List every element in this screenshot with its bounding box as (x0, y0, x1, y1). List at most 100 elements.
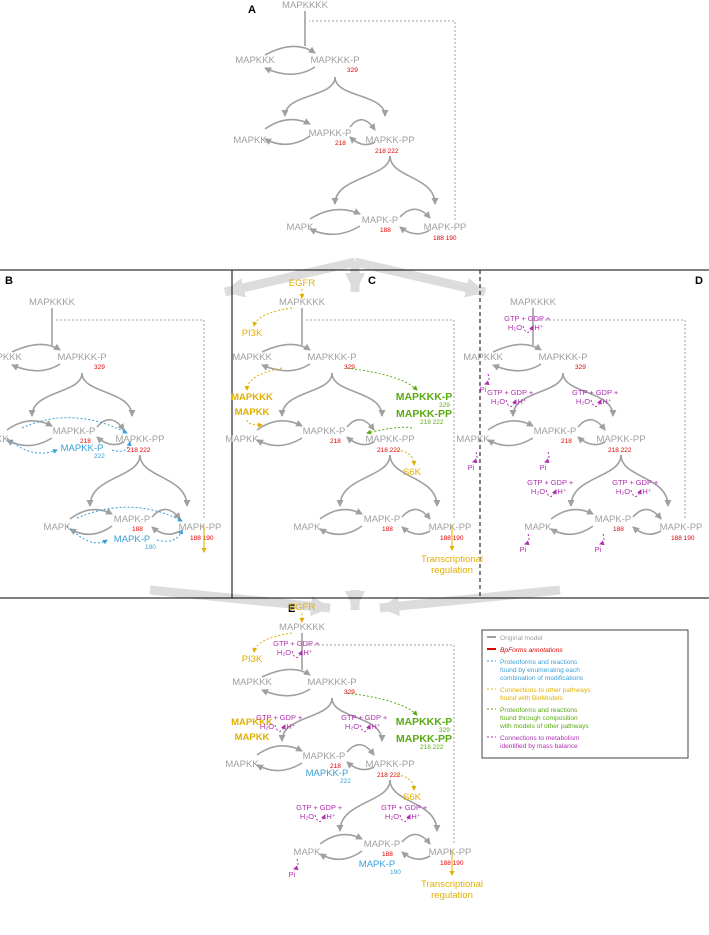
phos-loop (399, 208, 431, 219)
mb-edge (522, 325, 534, 333)
site-329: 329 (344, 689, 355, 696)
node-mapk-p: MAPK-P (595, 514, 631, 525)
split-1a (509, 372, 564, 417)
dephos-loop (346, 761, 375, 771)
enum-loop (156, 529, 184, 542)
pi: Pi (480, 385, 487, 394)
site-218-222: 218 222 (375, 148, 399, 155)
gtp: GTP + (572, 388, 594, 397)
dephos-kkk (11, 363, 61, 372)
dephos-loop (69, 525, 113, 536)
mb-edge (274, 724, 286, 732)
yellow-mapkk: MAPKK (235, 407, 270, 418)
phos-kkk (261, 343, 311, 353)
dephos-loop (346, 436, 375, 446)
legend-text: BpForms annotations (500, 647, 563, 654)
split-1b (331, 697, 386, 742)
yellow-mapkkk: MAPKKK (231, 392, 273, 403)
phos-loop (309, 208, 361, 220)
h2o: H₂O (531, 487, 545, 496)
split-1b (334, 76, 389, 117)
node-mapkk: MAPKK (233, 135, 267, 146)
enum-loop (111, 441, 132, 452)
s6k-edge (396, 774, 417, 791)
gdp: GDP + (551, 478, 574, 487)
node-mapk-pp: MAPK-PP (660, 522, 703, 533)
alt-mapk-p: MAPK-P (359, 859, 395, 870)
dephos-kkk (261, 688, 311, 697)
feedback-inhibition (306, 319, 455, 518)
panel-letter-b: B (5, 275, 13, 287)
yellow-mapkkk: MAPKKK (231, 717, 273, 728)
h2o: H₂O (345, 722, 359, 731)
green-329: 329 (439, 402, 450, 409)
phos-loop (401, 508, 431, 520)
panel-letter-d: D (695, 275, 703, 287)
site-218-222: 218 222 (377, 772, 401, 779)
dephos-loop (309, 225, 361, 236)
h2o: H₂O (260, 722, 274, 731)
site-222: 222 (94, 453, 105, 460)
dephos-loop (349, 136, 376, 146)
legend-text: Proteoforms and reactions (500, 707, 578, 714)
split-1a (278, 697, 333, 742)
site-218-222: 218 222 (377, 447, 401, 454)
mb-edge (291, 650, 303, 658)
dephos-loop (550, 525, 594, 536)
site-218: 218 (330, 763, 341, 770)
split-2b (139, 454, 191, 507)
dephos-loop (256, 437, 303, 447)
h-plus: H⁺ (411, 812, 420, 821)
node-mapkkkk: MAPKKKK (29, 297, 76, 308)
gdp: GDP + (596, 388, 619, 397)
mb-edge (545, 489, 557, 497)
pi: Pi (595, 545, 602, 554)
node-mapkk-pp: MAPKK-PP (365, 434, 414, 445)
node-mapkkk: MAPKKK (463, 352, 503, 363)
split-2a (336, 779, 391, 832)
node-mapkkk-p: MAPKKK-P (57, 352, 106, 363)
node-mapkkk-p: MAPKKK-P (538, 352, 587, 363)
site-188-190: 188 190 (671, 535, 695, 542)
y-edge (244, 367, 283, 391)
site-188-190: 188 190 (433, 235, 457, 242)
dephos-kkk (492, 363, 542, 372)
split-1a (278, 372, 333, 417)
node-mapk-p: MAPK-P (364, 839, 400, 850)
site-329: 329 (344, 364, 355, 371)
split-2a (331, 155, 391, 205)
node-mapkkk: MAPKKK (232, 677, 272, 688)
phos-loop (256, 420, 303, 431)
dephos-loop (151, 526, 181, 535)
h-plus: H⁺ (557, 487, 566, 496)
panel-letter-e: E (288, 603, 295, 615)
dephos-kkk (261, 363, 311, 372)
green-mapkkk-p: MAPKKK-P (396, 716, 453, 728)
mb-edge (484, 373, 490, 386)
transcriptional: Transcriptional (421, 879, 483, 890)
panel-letter-a: A (248, 4, 256, 16)
node-mapk-p: MAPK-P (114, 514, 150, 525)
split-2b (620, 454, 672, 507)
gdp: GDP + (320, 803, 343, 812)
phos-loop (632, 508, 662, 520)
egfr: EGFR (289, 278, 316, 289)
node-mapk-p: MAPK-P (362, 215, 398, 226)
legend-text: combination of modifications (500, 675, 584, 682)
enum-loop (76, 506, 183, 522)
phos-loop (6, 420, 53, 431)
dephos-kkk (264, 66, 316, 76)
gtp: GTP + (504, 314, 526, 323)
phos-loop (151, 508, 181, 520)
gdp: GDP + (297, 639, 320, 648)
split-1b (331, 372, 386, 417)
split-1a (281, 76, 336, 117)
mb-edge (293, 858, 299, 871)
phos-loop (346, 743, 375, 756)
node-mapk: MAPK (287, 222, 315, 233)
node-mapk: MAPK (294, 522, 322, 533)
node-mapk: MAPK (525, 522, 553, 533)
